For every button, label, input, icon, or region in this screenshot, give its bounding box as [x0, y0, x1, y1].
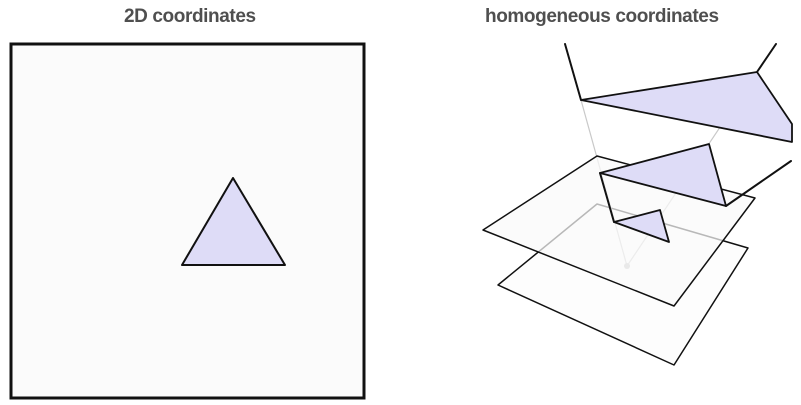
2d-canvas-group	[9, 42, 366, 400]
small-triangle	[613, 209, 670, 243]
right-panel-title: homogeneous coordinates	[485, 6, 719, 27]
2d-canvas-square	[9, 42, 366, 400]
ray-segments	[564, 43, 792, 223]
large-triangle	[580, 71, 793, 143]
2d-triangle	[181, 177, 286, 266]
left-panel-title: 2D coordinates	[124, 6, 256, 27]
middle-triangle	[599, 143, 727, 207]
homogeneous-figure-group	[482, 43, 793, 366]
